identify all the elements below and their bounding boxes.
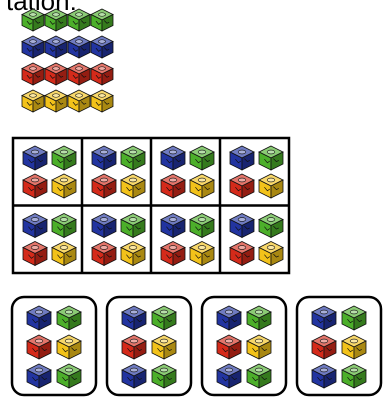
yellow-cube-icon — [91, 90, 113, 112]
yellow-cube-icon — [22, 90, 44, 112]
red-cube-icon — [22, 63, 44, 85]
green-cube-icon — [45, 9, 67, 31]
red-cube-icon — [68, 63, 90, 85]
rounded-group — [297, 297, 381, 395]
yellow-cube-icon — [45, 90, 67, 112]
blue-cube-icon — [45, 36, 67, 58]
rounded-group — [202, 297, 286, 395]
blue-cube-icon — [68, 36, 90, 58]
yellow-cube-icon — [68, 90, 90, 112]
red-cube-icon — [45, 63, 67, 85]
rounded-group — [107, 297, 191, 395]
green-cube-icon — [68, 9, 90, 31]
rounded-group — [12, 297, 96, 395]
rounded-cube-groups — [12, 297, 381, 395]
green-cube-icon — [22, 9, 44, 31]
blue-cube-icon — [22, 36, 44, 58]
top-cube-array — [22, 9, 113, 112]
grid-cube-groups — [13, 138, 289, 273]
red-cube-icon — [91, 63, 113, 85]
blue-cube-icon — [91, 36, 113, 58]
green-cube-icon — [91, 9, 113, 31]
